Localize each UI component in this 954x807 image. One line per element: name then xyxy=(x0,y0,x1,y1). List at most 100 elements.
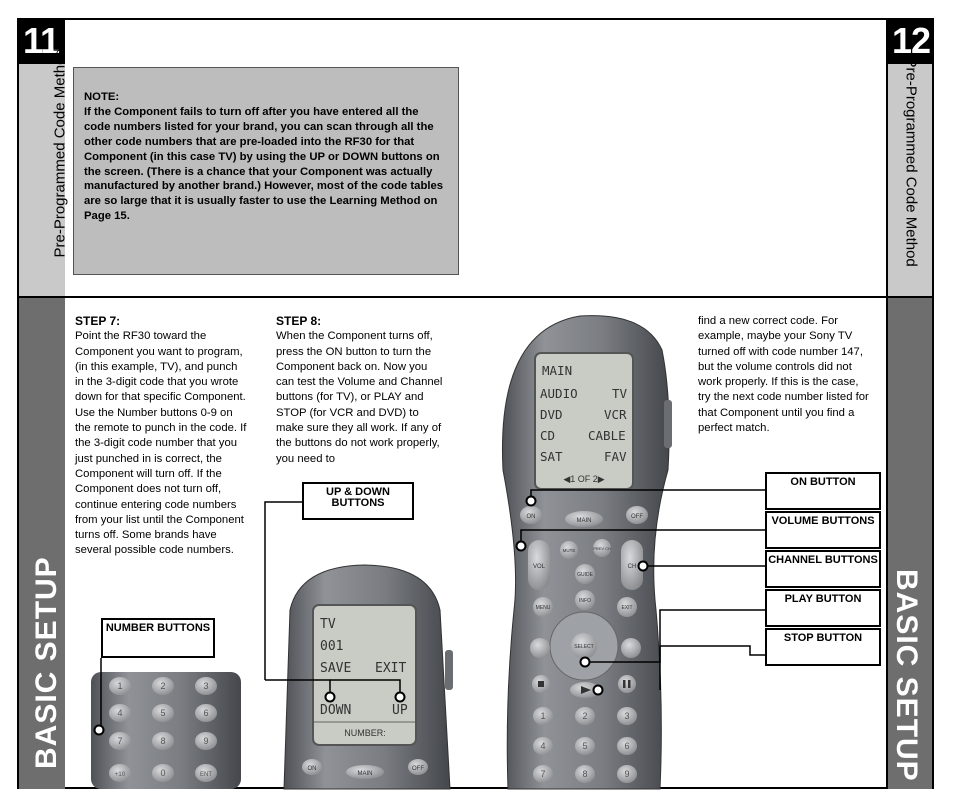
large-main-label: MAIN xyxy=(577,518,592,524)
remote-digit-3-label: 3 xyxy=(624,711,629,721)
stop-button-label: STOP BUTTON xyxy=(765,628,881,666)
remote-digit-6-button xyxy=(617,737,637,755)
step7-heading: STEP 7: xyxy=(75,314,121,328)
small-screen-footer: NUMBER: xyxy=(344,728,386,738)
small-screen-save: SAVE xyxy=(320,661,351,676)
volume-buttons-label: VOLUME BUTTONS xyxy=(765,511,881,549)
step7-block: STEP 7: Point the RF30 toward the Compon… xyxy=(75,314,247,559)
large-guide-label: GUIDE xyxy=(577,572,594,578)
callout-dots xyxy=(93,495,649,736)
keypad-digit-2-label: 3 xyxy=(203,681,208,691)
keypad-digit-10-button xyxy=(152,764,174,782)
large-screen-sat: SAT xyxy=(540,449,563,464)
keypad-digit-5-label: 6 xyxy=(203,708,208,718)
keypad-digit-8-label: 9 xyxy=(203,736,208,746)
keypad-digit-1-label: 2 xyxy=(160,681,165,691)
large-exit-label: EXIT xyxy=(621,605,632,611)
keypad-digit-11-button xyxy=(195,764,217,782)
remote-digit-5-button xyxy=(575,737,595,755)
on-button-label: ON BUTTON xyxy=(765,472,881,510)
section-divider xyxy=(17,296,934,298)
left-sidebar-top xyxy=(19,64,65,296)
large-prevch-label: PREV CH xyxy=(593,546,611,551)
keypad-digit-6-label: 7 xyxy=(117,736,122,746)
remote-digit-2-label: 2 xyxy=(582,711,587,721)
large-on-label: ON xyxy=(527,514,536,520)
large-screen-audio: AUDIO xyxy=(540,386,578,401)
keypad-digit-5-button xyxy=(195,704,217,722)
keypad-digit-1-button xyxy=(152,677,174,695)
note-body: If the Component fails to turn off after… xyxy=(84,105,444,223)
remote-digit-1-label: 1 xyxy=(540,711,545,721)
large-menu-label: MENU xyxy=(536,605,551,611)
large-screen-cd: CD xyxy=(540,428,555,443)
small-on-label: ON xyxy=(308,766,317,772)
keypad-digit-9-button xyxy=(109,764,131,782)
keypad-digit-11-label: ENT xyxy=(200,772,212,778)
number-buttons-label: NUMBER BUTTONS xyxy=(101,618,215,658)
keypad-digit-2-button xyxy=(195,677,217,695)
up-down-buttons-label: UP & DOWN BUTTONS xyxy=(302,482,414,520)
continued-text: find a new correct code. For example, ma… xyxy=(698,315,869,435)
keypad-digit-8-button xyxy=(195,732,217,750)
keypad-digit-10-label: 0 xyxy=(160,768,165,778)
large-select-label: SELECT xyxy=(574,644,593,650)
step8-block: STEP 8: When the Component turns off, pr… xyxy=(276,314,448,467)
keypad-digit-9-label: +10 xyxy=(115,772,126,778)
right-sidebar-bottom xyxy=(888,298,932,789)
large-mute-label: MUTE xyxy=(563,548,576,553)
remote-digit-6-label: 6 xyxy=(624,741,629,751)
large-ch-label: CH xyxy=(628,564,637,570)
step8-body: When the Component turns off, press the … xyxy=(276,330,443,465)
large-screen-title: MAIN xyxy=(542,363,572,378)
large-screen-cable: CABLE xyxy=(588,428,626,443)
remote-digit-4-label: 4 xyxy=(540,741,545,751)
remote-digit-7-label: 7 xyxy=(540,769,545,779)
right-sidebar-top xyxy=(888,64,932,296)
step7-body: Point the RF30 toward the Component you … xyxy=(75,330,247,557)
keypad-illustration: 1 2 3 4 5 6 7 8 9 +10 0 ENT xyxy=(91,672,241,789)
keypad-digit-3-label: 4 xyxy=(117,708,122,718)
remote-digit-3-button xyxy=(617,707,637,725)
small-remote-illustration: TV 001 SAVE EXIT DOWN UP NUMBER: ON MAIN… xyxy=(283,564,453,790)
keypad-digit-7-label: 8 xyxy=(160,736,165,746)
remote-digit-8-button xyxy=(575,765,595,783)
keypad-digit-6-button xyxy=(109,732,131,750)
keypad-digit-0-label: 1 xyxy=(117,681,122,691)
page-number-left: 11 xyxy=(17,18,65,64)
small-screen-line1: TV xyxy=(320,617,336,632)
keypad-digit-0-button xyxy=(109,677,131,695)
large-screen-dvd: DVD xyxy=(540,407,563,422)
remote-digit-2-button xyxy=(575,707,595,725)
large-screen-tv: TV xyxy=(612,386,628,401)
large-screen-fav: FAV xyxy=(604,449,627,464)
play-button-label: PLAY BUTTON xyxy=(765,589,881,627)
small-screen-up: UP xyxy=(392,703,408,718)
large-vol-label: VOL xyxy=(533,564,546,570)
remote-digit-5-label: 5 xyxy=(582,741,587,751)
large-remote-illustration: MAIN AUDIO TV DVD VCR CD CABLE SAT FAV ◀… xyxy=(501,315,672,790)
right-sidebar-border xyxy=(886,18,888,789)
page-frame xyxy=(17,18,934,789)
callout-lines xyxy=(100,489,766,729)
large-info-label: INFO xyxy=(579,598,591,604)
left-sidebar-bottom xyxy=(19,298,65,789)
note-box: NOTE: If the Component fails to turn off… xyxy=(73,67,459,275)
step8-heading: STEP 8: xyxy=(276,314,322,328)
small-main-label: MAIN xyxy=(358,771,373,777)
remote-digit-1-button xyxy=(533,707,553,725)
large-off-label: OFF xyxy=(631,514,643,520)
remote-digit-9-button xyxy=(617,765,637,783)
remote-digit-9-label: 9 xyxy=(624,769,629,779)
keypad-digit-4-label: 5 xyxy=(160,708,165,718)
note-heading: NOTE: xyxy=(84,91,120,103)
keypad-digit-4-button xyxy=(152,704,174,722)
remote-digit-4-button xyxy=(533,737,553,755)
small-off-label: OFF xyxy=(412,766,424,772)
large-screen-paging: ◀1 OF 2▶ xyxy=(563,474,604,484)
small-screen-exit: EXIT xyxy=(375,661,406,676)
small-screen-down: DOWN xyxy=(320,703,351,718)
page-number-right: 12 xyxy=(888,18,934,64)
keypad-digit-3-button xyxy=(109,704,131,722)
